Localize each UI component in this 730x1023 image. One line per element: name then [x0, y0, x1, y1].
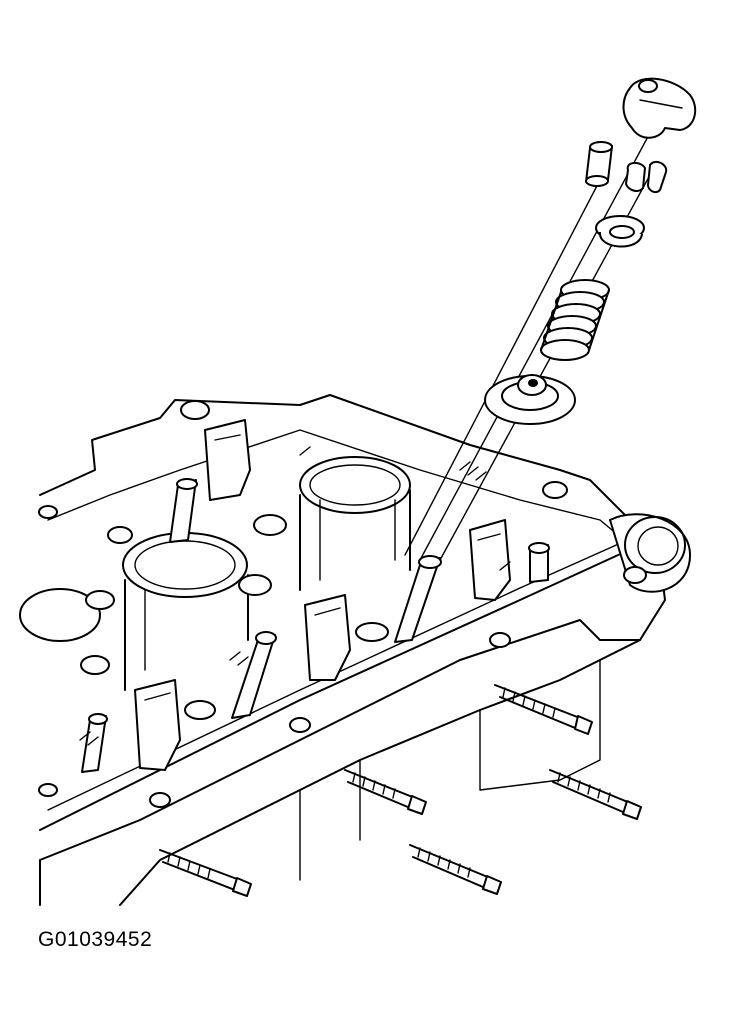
stud	[159, 849, 252, 897]
valve-keepers	[625, 161, 668, 194]
valve-seat-washer	[484, 374, 576, 425]
cam-towers	[85, 419, 511, 771]
stud	[494, 684, 593, 735]
stud	[344, 769, 427, 815]
head-studs	[159, 684, 642, 897]
valve-rocker-arm	[622, 77, 697, 139]
spring-retainer	[595, 215, 645, 248]
figure-code: G01039452	[38, 928, 153, 951]
valve-spring	[540, 279, 610, 361]
assembly-guide-lines	[404, 104, 666, 561]
installed-valve-stems	[80, 478, 550, 773]
stud	[549, 769, 642, 820]
lash-adjuster	[585, 141, 613, 187]
combustion-chambers	[19, 456, 411, 691]
cylinder-head	[38, 394, 691, 906]
exploded-valve-parts	[484, 77, 697, 425]
stud	[409, 844, 502, 895]
shading	[79, 446, 511, 746]
